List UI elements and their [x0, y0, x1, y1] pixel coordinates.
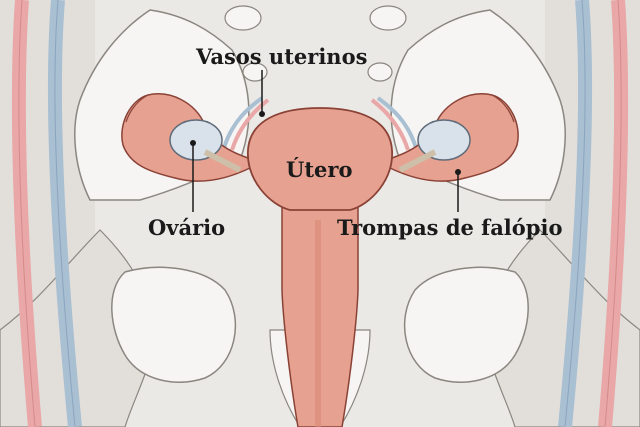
- left-ovarian-ligament: [203, 149, 242, 173]
- left-vein-outer: [47, 0, 82, 427]
- sacrum-foramen-right: [369, 5, 407, 31]
- uterine-vein-right: [376, 96, 418, 149]
- right-vein-outer: [558, 0, 593, 427]
- uterine-artery-right: [370, 98, 410, 151]
- sacrum-foramen-left: [224, 5, 262, 31]
- left-artery-edge: [18, 0, 36, 427]
- label-fallopian-tubes: Trompas de falópio: [337, 215, 563, 240]
- left-vein-edge: [54, 0, 76, 427]
- leader-vasos-dot: [259, 111, 265, 117]
- left-fimbriae: [125, 94, 149, 123]
- leader-ovario-dot: [190, 140, 196, 146]
- uterus: [247, 107, 393, 211]
- right-obturator-bone: [403, 266, 529, 383]
- right-ovarian-ligament: [398, 149, 437, 173]
- label-uterine-vessels: Vasos uterinos: [196, 44, 368, 69]
- left-artery-outer: [11, 0, 42, 427]
- right-artery-edge: [604, 0, 622, 427]
- label-uterus: Útero: [286, 157, 353, 182]
- left-obturator-bone: [111, 266, 237, 383]
- label-ovary: Ovário: [148, 215, 226, 240]
- sacrum-foramen-right-2: [367, 62, 393, 82]
- right-vein-edge: [564, 0, 586, 427]
- right-artery-outer: [598, 0, 629, 427]
- uterine-artery-left: [230, 98, 270, 151]
- right-fimbriae: [491, 94, 515, 123]
- right-ovary: [417, 119, 471, 161]
- sacrum-foramen-left-2: [242, 62, 268, 82]
- left-ovary: [169, 119, 223, 161]
- leader-trompas-dot: [455, 169, 461, 175]
- uterine-vein-left: [222, 96, 264, 149]
